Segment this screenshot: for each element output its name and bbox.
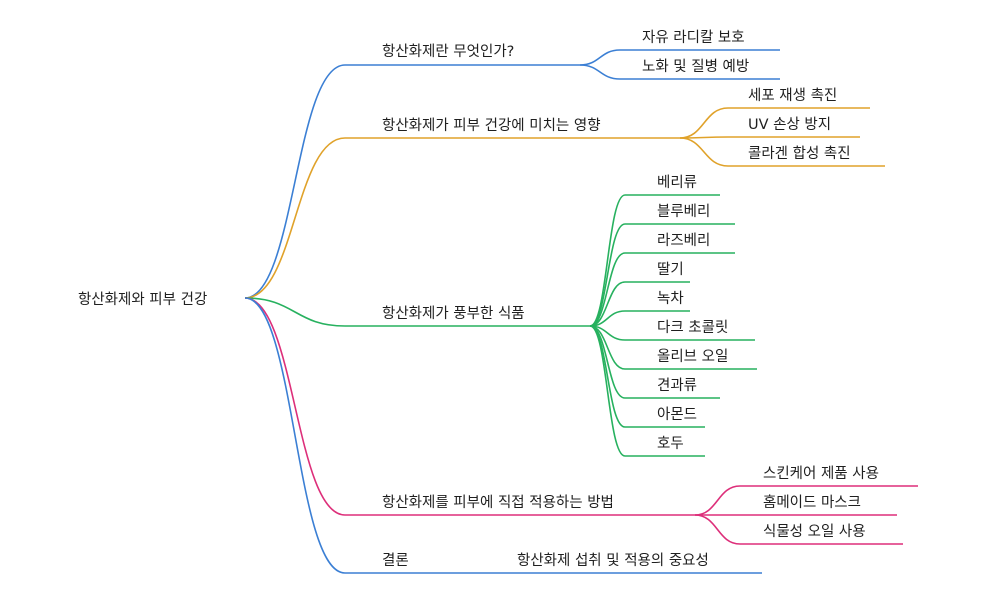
root-node: 항산화제와 피부 건강 [78,292,208,308]
leaf-node: 베리류 [657,175,698,191]
leaf-connector [579,49,621,66]
leaf-connector [694,514,741,545]
branch-node-conclusion: 결론 [382,553,409,569]
leaf-node: 견과류 [657,378,698,394]
leaf-node: 라즈베리 [657,233,711,249]
branch-connector [244,297,346,327]
leaf-node: UV 손상 방지 [748,117,832,133]
branch-connector [244,137,346,299]
branch-node-effects: 항산화제가 피부 건강에 미치는 영향 [382,118,601,134]
leaf-node: 세포 재생 촉진 [748,88,838,104]
leaf-connector [589,194,626,327]
branch-connector [244,297,346,516]
branch-node-foods: 항산화제가 풍부한 식품 [382,306,525,322]
leaf-node: 스킨케어 제품 사용 [763,466,879,482]
leaf-connector [694,485,741,516]
leaf-connector [589,281,626,327]
branch-node-application: 항산화제를 피부에 직접 적용하는 방법 [382,495,614,511]
leaf-node: 콜라겐 합성 촉진 [748,146,851,162]
branch-connector [244,297,346,574]
leaf-connector [589,325,626,457]
leaf-connector [579,64,621,80]
leaf-node: 자유 라디칼 보호 [642,30,745,46]
leaf-connector [589,223,626,327]
leaf-node: 항산화제 섭취 및 적용의 중요성 [517,553,709,569]
leaf-node: 다크 초콜릿 [657,320,729,336]
leaf-node: 딸기 [657,262,684,278]
leaf-node: 올리브 오일 [657,349,729,365]
leaf-node: 블루베리 [657,204,711,220]
branch-node-what-is: 항산화제란 무엇인가? [382,44,515,60]
leaf-node: 노화 및 질병 예방 [642,59,750,75]
leaf-node: 식물성 오일 사용 [763,524,866,540]
leaf-node: 녹차 [657,291,684,307]
leaf-node: 호두 [657,436,684,452]
leaf-connector [679,137,729,167]
leaf-connector [589,252,626,327]
leaf-node: 홈메이드 마스크 [763,495,861,511]
leaf-connector [679,107,729,139]
leaf-connector [589,325,626,428]
leaf-node: 아몬드 [657,407,698,423]
branch-connector [244,64,346,299]
